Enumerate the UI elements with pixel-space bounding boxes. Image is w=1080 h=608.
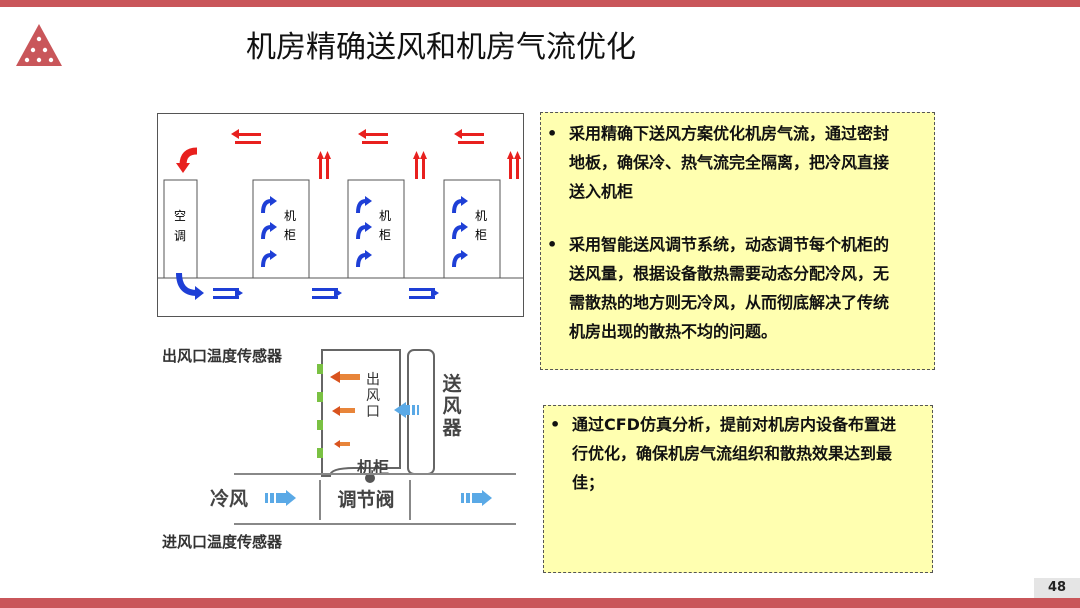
bullet-line: 送风量，根据设备散热需要动态分配冷风，无 [569,264,890,283]
bullet-line: 送入机柜 [569,182,634,201]
bullet-line: 地板，确保冷、热气流完全隔离，把冷风直接 [569,153,890,172]
ac-label-2: 调 [174,229,186,243]
supply-label-3: 器 [441,417,462,439]
valve-label: 调节阀 [337,488,394,511]
bullet-item-2: • 采用智能送风调节系统，动态调节每个机柜的 送风量，根据设备散热需要动态分配冷… [547,230,927,346]
ac-label-1: 空 [174,209,186,223]
rack-3-label-b: 柜 [475,228,487,242]
cabinet-airflow-control-diagram: 出风口温度传感器 进风口温度传感器 出 风 口 送 风 器 机柜 冷风 调节阀 [162,347,516,551]
supply-label-1: 送 [442,372,462,395]
bullet-dot: • [547,235,558,254]
note-box-1: • 采用精确下送风方案优化机房气流，通过密封 地板，确保冷、热气流完全隔离，把冷… [540,112,935,370]
cold-air-floor-arrows [213,288,439,299]
logo-triangle-icon [16,24,62,66]
bullet-line: 需散热的地方则无冷风，从而彻底解决了传统 [569,293,890,312]
page-title: 机房精确送风和机房气流优化 [246,30,636,65]
rack-1-label-a: 机 [284,209,296,223]
bullet-line: 采用精确下送风方案优化机房气流，通过密封 [569,124,890,143]
rack-1-label-b: 柜 [284,228,296,242]
sensor-dots [317,364,375,483]
cold-air-arrows [265,490,492,506]
hot-air-return-arrows [231,129,521,179]
outlet-sensor-label: 出风口温度传感器 [162,347,283,365]
cabinet-label: 机柜 [357,458,389,477]
bullet-line: 行优化，确保机房气流组织和散热效果达到最 [572,444,893,463]
page-number: 48 [1034,578,1080,598]
exhaust-arrows [330,371,360,448]
outlet-label-1: 出 [366,372,380,388]
bullet-line: 机房出现的散热不均的问题。 [569,322,778,341]
bullet-line: 通过CFD仿真分析，提前对机房内设备布置进 [572,415,896,434]
bullet-dot: • [550,415,561,434]
supply-label-2: 风 [442,395,461,417]
cold-air-rack-inlet-arrows [261,199,463,268]
bottom-accent-bar [0,598,1080,608]
inlet-sensor-label: 进风口温度传感器 [162,533,283,551]
supply-unit [407,349,435,475]
rack-3-label-a: 机 [475,209,487,223]
bullet-line: 采用智能送风调节系统，动态调节每个机柜的 [569,235,890,254]
bullet-dot: • [547,124,558,143]
bullet-item-3: • 通过CFD仿真分析，提前对机房内设备布置进 行优化，确保机房气流组织和散热效… [550,410,926,497]
ac-unit [163,179,198,279]
bullet-line: 佳； [572,473,605,492]
supply-arrow [394,402,419,418]
outlet-label-3: 口 [366,404,380,420]
rack-2-label-a: 机 [379,209,391,223]
note-box-2: • 通过CFD仿真分析，提前对机房内设备布置进 行优化，确保机房气流组织和散热效… [543,405,933,573]
bullet-item-1: • 采用精确下送风方案优化机房气流，通过密封 地板，确保冷、热气流完全隔离，把冷… [547,119,927,206]
cold-air-label: 冷风 [210,487,248,510]
raised-floor-airflow-diagram: 空 调 机 柜 机 柜 机 柜 [157,113,524,317]
top-accent-bar [0,0,1080,7]
rack-2-label-b: 柜 [379,228,391,242]
outlet-label-2: 风 [366,388,380,404]
